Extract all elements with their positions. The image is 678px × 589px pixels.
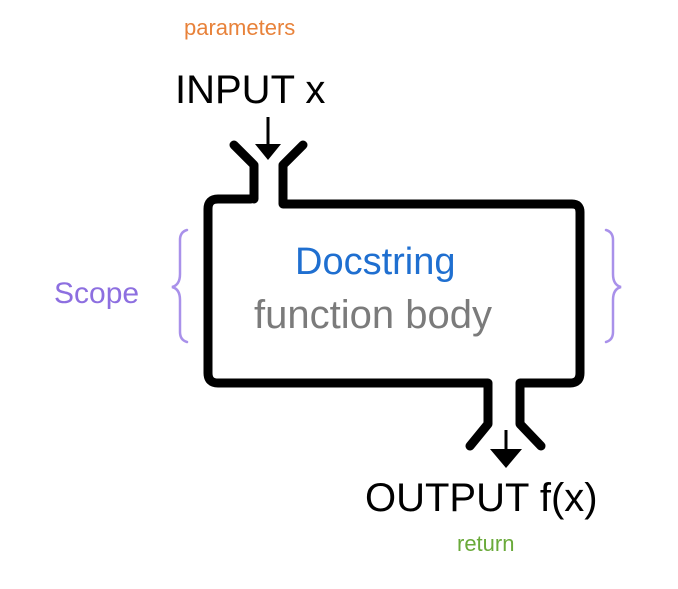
output-arrow [490,430,522,468]
input-arrow [255,117,281,160]
scope-left-brace [171,228,189,344]
scope-label: Scope [54,277,140,310]
scope-right-brace [604,228,622,344]
output-label: OUTPUT f(x) [365,476,598,520]
function-body-label: function body [254,293,492,337]
return-label: return [457,531,515,556]
function-box-outline [203,140,585,451]
input-label: INPUT x [175,68,326,112]
parameters-label: parameters [184,15,296,40]
docstring-label: Docstring [295,241,456,283]
